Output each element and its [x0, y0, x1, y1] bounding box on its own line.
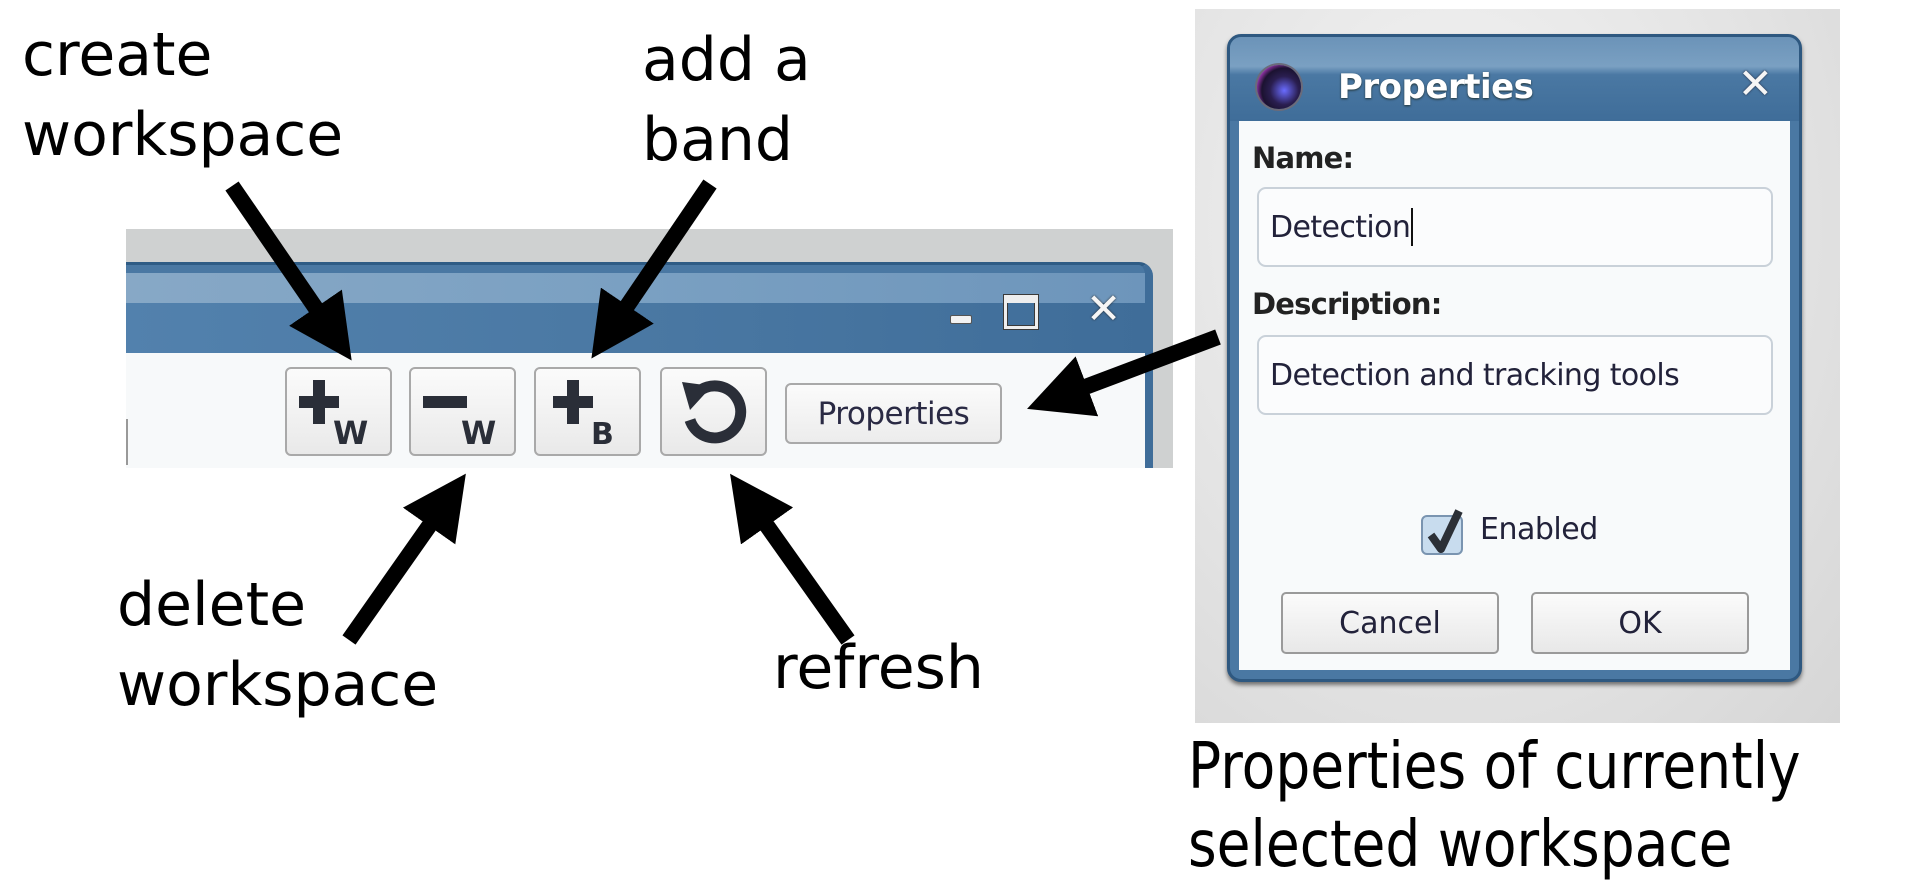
- name-field-value: Detection: [1270, 209, 1411, 245]
- refresh-icon: [678, 376, 750, 448]
- create-workspace-button[interactable]: W: [285, 367, 392, 456]
- dialog-body: Name: Detection Description: Detection a…: [1239, 121, 1790, 670]
- label-line: selected workspace: [1188, 808, 1733, 882]
- text-caret: [1411, 208, 1414, 246]
- cancel-button[interactable]: Cancel: [1281, 592, 1499, 654]
- label-line: refresh: [773, 633, 984, 703]
- arrow-refresh: [730, 473, 855, 645]
- label-line: add a: [642, 25, 811, 95]
- label-line: create: [22, 20, 213, 90]
- checkmark-icon: [1427, 509, 1463, 553]
- minus-w-icon: W: [422, 376, 503, 448]
- name-label: Name:: [1252, 141, 1354, 175]
- minimize-button[interactable]: [950, 315, 972, 324]
- label-create-workspace: create workspace: [22, 15, 343, 175]
- window-close-button[interactable]: ✕: [1086, 284, 1122, 333]
- arrow-properties: [1027, 329, 1221, 417]
- panel-divider: [126, 419, 128, 465]
- ok-button[interactable]: OK: [1531, 592, 1749, 654]
- label-line: delete: [117, 570, 307, 640]
- label-line: band: [642, 105, 793, 175]
- arrow-delete-workspace: [342, 473, 466, 645]
- label-line: Properties of currently: [1188, 730, 1801, 804]
- dialog-title: Properties: [1338, 67, 1534, 107]
- enabled-label[interactable]: Enabled: [1480, 512, 1598, 547]
- svg-text:W: W: [461, 414, 496, 448]
- plus-b-icon: B: [552, 376, 623, 448]
- add-band-button[interactable]: B: [534, 367, 641, 456]
- maximize-button[interactable]: [1004, 295, 1038, 329]
- plus-w-icon: W: [298, 376, 379, 448]
- dialog-titlebar[interactable]: Properties ✕: [1230, 37, 1799, 121]
- enabled-checkbox[interactable]: [1421, 509, 1463, 555]
- name-field[interactable]: Detection: [1257, 187, 1773, 267]
- label-refresh: refresh: [773, 628, 984, 708]
- app-lens-icon: [1257, 65, 1301, 109]
- label-line: workspace: [22, 100, 344, 170]
- label-properties-caption: Properties of currently selected workspa…: [1188, 728, 1801, 884]
- properties-dialog: Properties ✕ Name: Detection Description…: [1227, 34, 1802, 682]
- label-line: workspace: [117, 650, 439, 720]
- description-label: Description:: [1252, 287, 1442, 321]
- label-delete-workspace: delete workspace: [117, 565, 438, 725]
- refresh-button[interactable]: [660, 367, 767, 456]
- label-add-band: add a band: [642, 20, 811, 180]
- svg-text:B: B: [591, 417, 614, 448]
- description-field-value: Detection and tracking tools: [1270, 357, 1680, 393]
- description-field[interactable]: Detection and tracking tools: [1257, 335, 1773, 415]
- properties-button[interactable]: Properties: [785, 383, 1002, 444]
- dialog-close-button[interactable]: ✕: [1737, 59, 1773, 108]
- svg-text:W: W: [333, 414, 368, 448]
- arrow-add-band: [591, 179, 717, 359]
- delete-workspace-button[interactable]: W: [409, 367, 516, 456]
- arrow-create-workspace: [225, 181, 352, 361]
